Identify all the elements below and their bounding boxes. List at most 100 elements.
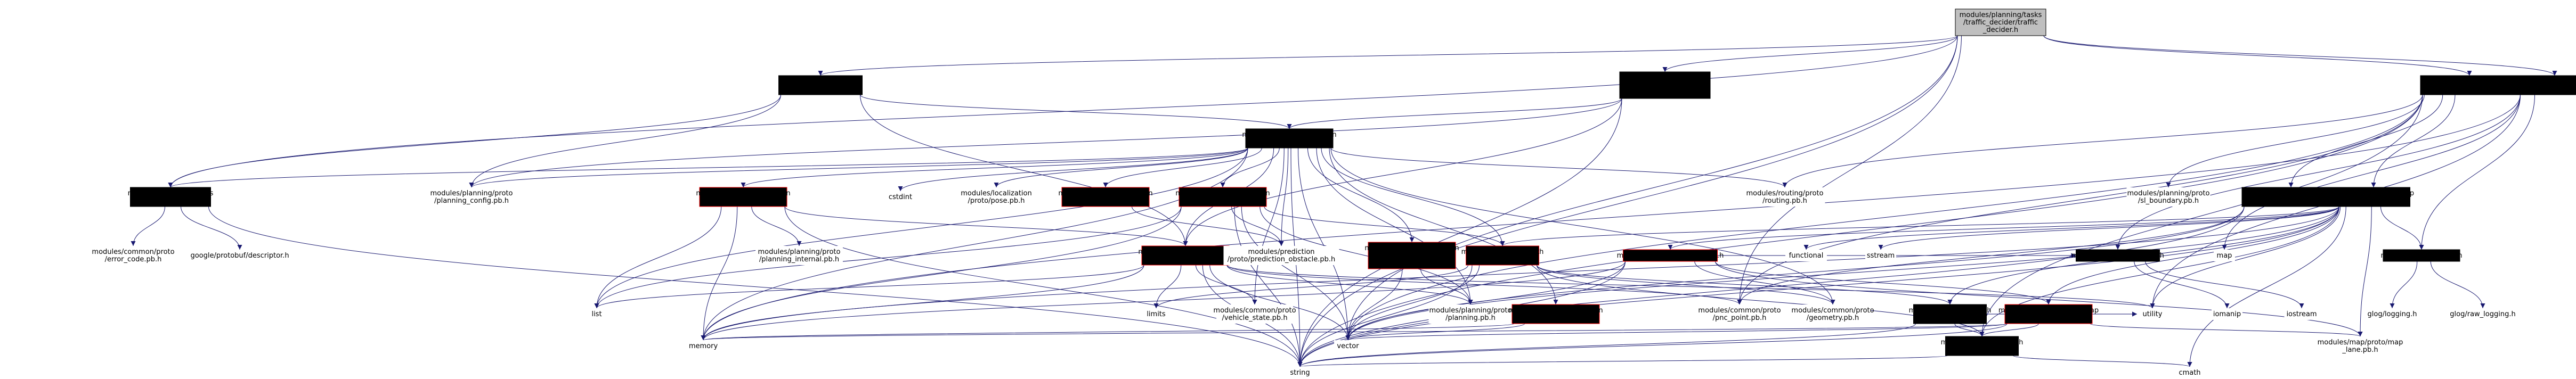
node-label-line: modules/common/proto — [1213, 307, 1296, 315]
node-label-line: /planning.pb.h — [1445, 314, 1496, 322]
edge-rli-to-list — [594, 265, 1144, 309]
node-pnc[interactable]: modules/map/pnc_map/path.h — [2333, 187, 2414, 207]
node-lagpred[interactable]: modules/planning/common/lag_prediction.h — [1058, 187, 1153, 207]
node-label-line: modules/common/math — [1941, 339, 2024, 347]
edge-frame-to-list — [594, 147, 1248, 309]
node-box — [1955, 9, 2046, 36]
node-locpose[interactable]: modules/localization/proto/pose.pb.h — [958, 187, 1035, 207]
node-pncpoint[interactable]: modules/common/proto/pnc_point.pb.h — [1698, 304, 1781, 324]
edge-status-to-string — [208, 206, 1303, 367]
node-map[interactable]: map — [2214, 250, 2235, 261]
node-status[interactable]: modules/common/status/status.h — [128, 187, 214, 207]
edge-idxq-to-vector — [1345, 323, 1525, 341]
node-hdmap[interactable]: modules/map/hdmap/hdmap.h — [1617, 249, 1724, 262]
node-box — [778, 75, 863, 95]
node-box — [586, 308, 607, 320]
node-frame[interactable]: modules/planning/common/frame.h — [1242, 128, 1337, 149]
node-sstream[interactable]: sstream — [1865, 250, 1896, 261]
node-label-line: /box2d.h — [1488, 256, 1518, 263]
edge-pnc-to-maplane — [2358, 206, 2372, 337]
node-list[interactable]: list — [586, 308, 607, 320]
node-routing[interactable]: modules/routing/proto/routing.pb.h — [1744, 187, 1825, 207]
node-tdrule[interactable]: modules/planning/tasks/traffic_decider/t… — [1619, 71, 1711, 99]
edge-idxq-to-memory — [701, 323, 1515, 341]
node-slb[interactable]: modules/planning/proto/sl_boundary.pb.h — [2126, 187, 2211, 207]
node-plstitch[interactable]: modules/planning/proto/planning_internal… — [755, 246, 843, 265]
node-lineseg[interactable]: modules/common/math/line_segment2d.h — [1909, 304, 1992, 324]
edge-task-to-rli — [860, 94, 1188, 246]
node-cld[interactable]: modules/planning/common/change_lane_deci… — [696, 187, 791, 207]
edge-root-to-pncpoint — [1737, 35, 1962, 305]
node-refline[interactable]: modules/planning/reference_line/referenc… — [2420, 75, 2519, 95]
node-label-line: glog/logging.h — [2368, 310, 2417, 318]
edge-pnc-to-sstream — [1878, 206, 2339, 250]
node-vec2d[interactable]: modules/common/math/vec2d.h — [1941, 336, 2024, 356]
edge-pnc-to-functional — [1803, 206, 2339, 250]
node-task[interactable]: modules/planning/tasks/task.h — [778, 75, 863, 95]
node-label-line: /trajectory/publishable — [1373, 252, 1451, 260]
node-label-line: string — [1290, 369, 1310, 377]
node-glograw[interactable]: glog/raw_logging.h — [2448, 308, 2518, 320]
node-glog[interactable]: glog/logging.h — [2364, 308, 2420, 320]
node-label-line: /frame.h — [1274, 138, 1304, 146]
edge-refline-to-pnc — [2371, 94, 2456, 188]
node-box — [2126, 187, 2211, 207]
node-functional[interactable]: functional — [1785, 250, 1827, 261]
node-macros[interactable]: modules/common/macro.h — [2071, 249, 2164, 262]
node-box — [95, 246, 172, 265]
node-gdesc[interactable]: google/protobuf/descriptor.h — [187, 250, 292, 261]
node-root[interactable]: modules/planning/tasks/traffic_decider/t… — [1955, 9, 2046, 36]
node-iomanip[interactable]: iomanip — [2212, 308, 2242, 320]
node-log[interactable]: modules/common/log.h — [2380, 249, 2463, 262]
edge-root-to-refline — [2043, 35, 2472, 76]
node-box — [689, 340, 717, 352]
node-label-line: /obstacle.h — [1204, 197, 1242, 205]
node-maplane[interactable]: modules/map/proto/map_lane.pb.h — [2318, 336, 2403, 356]
edge-frame-to-status — [168, 147, 1248, 188]
edge-log-to-glograw — [2430, 261, 2485, 309]
node-hdcommon[interactable]: modules/map/hdmap/hdmap_common.h — [1998, 304, 2099, 324]
edge-frame-to-box2d — [1321, 147, 1505, 246]
node-idxq[interactable]: modules/planning/common/indexed_queue.h — [1508, 304, 1603, 324]
edge-pnc-to-hdmap — [1668, 206, 2339, 250]
edge-box2d-to-string — [1297, 265, 1473, 367]
node-box — [885, 191, 916, 203]
edge-tdrule-to-frame — [1287, 98, 1622, 129]
edge-log-to-glog — [2390, 261, 2418, 309]
node-memory[interactable]: memory — [689, 340, 718, 352]
node-refpoint[interactable]: modules/planning/reference_line/referenc… — [2241, 187, 2341, 207]
edge-frame-to-vstate — [1252, 147, 1285, 305]
node-box — [130, 187, 211, 207]
node-label-line: /traffic_decider/traffic — [1628, 81, 1702, 89]
node-cmath[interactable]: cmath — [2177, 367, 2202, 378]
edge-hdmap-to-maplane — [1715, 261, 2363, 337]
node-rli[interactable]: modules/planning/common/reference_line_i… — [1138, 245, 1233, 266]
edge-frame-to-memory — [701, 147, 1248, 341]
node-iostream[interactable]: iostream — [2284, 308, 2319, 320]
node-vector[interactable]: vector — [1334, 340, 1362, 352]
node-box2d[interactable]: modules/common/math/box2d.h — [1461, 245, 1544, 266]
node-obstacle[interactable]: modules/planning/common/obstacle.h — [1175, 187, 1270, 207]
node-label-line: modules/planning/common — [1508, 307, 1603, 315]
edge-tdrule-to-rli — [1183, 98, 1622, 246]
edge-tdrule-to-plconf — [469, 98, 1622, 188]
node-cstdint[interactable]: cstdint — [885, 191, 916, 203]
edge-task-to-status — [168, 94, 781, 188]
node-errcode[interactable]: modules/common/proto/error_code.pb.h — [92, 246, 175, 265]
node-box — [2214, 250, 2235, 261]
node-pubtraj[interactable]: modules/planning/common/trajectory/publi… — [1364, 242, 1459, 269]
edge-box2d-to-vec2d — [1537, 265, 1985, 337]
node-geom[interactable]: modules/common/proto/geometry.pb.h — [1791, 304, 1874, 324]
node-planpb[interactable]: modules/planning/proto/planning.pb.h — [1428, 304, 1513, 324]
node-vstate[interactable]: modules/common/proto/vehicle_state.pb.h — [1213, 304, 1296, 324]
node-label-line: /factory.h — [2539, 85, 2571, 93]
node-plconf[interactable]: modules/planning/proto/planning_config.p… — [429, 187, 514, 207]
node-limits[interactable]: limits — [1142, 308, 1170, 320]
edge-status-to-gdesc — [181, 206, 242, 250]
node-factory[interactable]: modules/common/util/factory.h — [2517, 75, 2576, 95]
node-utility[interactable]: utility — [2137, 308, 2168, 320]
edge-vec2d-to-string — [1298, 355, 1948, 367]
node-label-line: /traffic_decider/traffic — [1963, 19, 2038, 27]
node-string[interactable]: string — [1286, 367, 1314, 378]
node-predobs[interactable]: modules/prediction/proto/prediction_obst… — [1223, 246, 1339, 265]
